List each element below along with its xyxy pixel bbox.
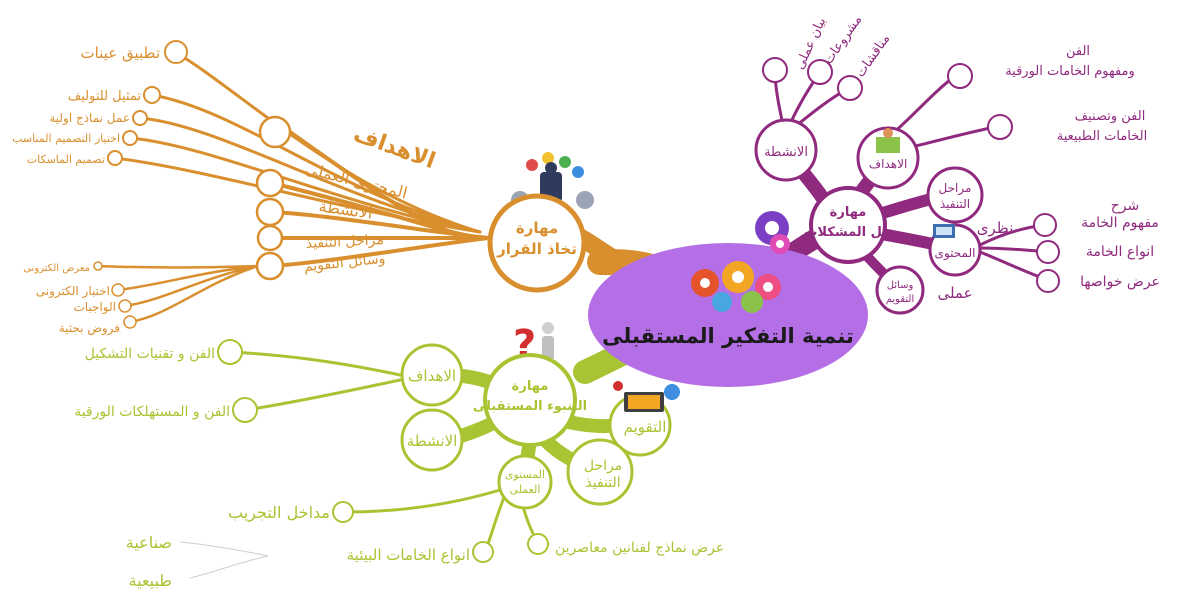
- prediction-hub-line2: التنبوء المستقبلى: [473, 399, 587, 414]
- prediction-goal-item-2: الفن و المستهلكات الورقية: [74, 404, 230, 420]
- problems-content-item-4: عرض خواصها: [1080, 274, 1160, 290]
- problems-gear-icon: [755, 211, 790, 254]
- decision-goal-item-4: اختيار التصميم المناسب: [12, 132, 120, 145]
- problems-goal-item-1-line2: ومفهوم الخامات الورقية: [1005, 64, 1135, 79]
- prediction-goals-node: [400, 343, 464, 407]
- prediction-content-item-2: انواع الخامات البيئية: [347, 546, 470, 564]
- problems-content-theory: نظرى: [977, 219, 1014, 237]
- decision-hub: [487, 193, 587, 293]
- decision-hub-line2: تخاذ القرار: [496, 240, 577, 258]
- problems-goals-label: الاهداف: [869, 157, 908, 171]
- problems-eval-line1: وسائل: [887, 280, 914, 291]
- decision-eval-item-3: الواجبات: [73, 300, 116, 315]
- prediction-content-item-nodes: [332, 501, 549, 563]
- problems-eval-line2: التقويم: [886, 294, 915, 305]
- problems-stages-line2: التنفيذ: [940, 197, 970, 211]
- problems-hub-line2: حل المشكلات: [804, 225, 891, 240]
- decision-branch-nodes: [255, 115, 292, 281]
- media-icon: [613, 381, 680, 412]
- problems-activity-item-3: مناقشات: [853, 32, 893, 81]
- prediction-content-item-3: عرض نماذج لفنانين معاصرين: [555, 540, 724, 556]
- problems-hub: [809, 186, 887, 264]
- material-type-lines: [179, 541, 269, 579]
- prediction-goal-item-nodes: [217, 339, 258, 423]
- problems-content-practical: عملى: [937, 284, 972, 302]
- decision-eval-item-1: معرض الكترونى: [23, 263, 90, 274]
- central-title: تنمية التفكير المستقبلى: [602, 324, 854, 348]
- prediction-stages-node: [566, 438, 634, 506]
- problems-goal-item-1-line1: الفن: [1066, 44, 1090, 59]
- prediction-hub: [483, 353, 577, 447]
- problems-stages-line1: مراحل: [939, 181, 972, 196]
- prediction-content-item-1: مداخل التجريب: [228, 503, 330, 523]
- decision-eval-label: وسائل التقويم: [303, 251, 386, 275]
- problems-goal-item-nodes: [947, 63, 1013, 140]
- central-node: تنمية التفكير المستقبلى: [588, 243, 868, 387]
- prediction-content-line1: المستوى: [505, 468, 545, 481]
- problems-activities-label: الانشطة: [764, 145, 808, 160]
- decision-goal-item-3: عمل نماذج اولية: [49, 111, 130, 126]
- decision-goal-item-2: تمثيل للتوليف: [68, 89, 142, 104]
- gears-brain-icon: [691, 261, 781, 313]
- problems-hub-line1: مهارة: [830, 205, 867, 220]
- problems-eval-node: [875, 265, 925, 315]
- film-icon: [933, 224, 955, 238]
- problems-activities-node: [754, 118, 818, 182]
- problems-content-label: المحتوى: [935, 246, 976, 261]
- decision-branch: مهارة تخاذ القرار الاهداف المحتوى العملى…: [12, 40, 594, 336]
- decision-stages-label: مراحل التنفيذ: [305, 232, 384, 252]
- decision-goal-item-5: تصميم الماسكات: [27, 153, 105, 166]
- decision-goals-label: الاهداف: [350, 122, 438, 175]
- material-type-industrial: صناعية: [126, 533, 172, 552]
- decision-eval-item-4: فروض بحثية: [59, 321, 120, 336]
- decision-hub-line1: مهارة: [516, 219, 558, 237]
- prediction-branch: ? مهارة التنبوء المستقبلى الاهداف الانشط…: [74, 322, 724, 590]
- decision-eval-item-2: اختبار الكترونى: [36, 284, 110, 299]
- prediction-content-node: [497, 454, 553, 510]
- prediction-stages-line2: التنفيذ: [585, 475, 620, 491]
- material-type-natural: طبيعية: [128, 571, 172, 590]
- prediction-eval-label: التقويم: [624, 418, 667, 436]
- decision-goal-item-1: تطبيق عينات: [80, 44, 160, 62]
- problems-stages-node: [926, 166, 984, 224]
- prediction-activities-label: الانشطة: [407, 432, 458, 450]
- prediction-stages-line1: مراحل: [584, 458, 622, 474]
- problems-goal-item-2-line2: الخامات الطبيعية: [1057, 129, 1147, 144]
- problems-activity-item-nodes: [762, 57, 863, 101]
- problems-content-item-2: مفهوم الخامة: [1081, 215, 1159, 231]
- problems-content-item-nodes: [1033, 213, 1060, 293]
- prediction-content-line2: العملى: [510, 483, 541, 496]
- decision-goal-item-nodes: [107, 40, 188, 166]
- problems-content-item-3: انواع الخامة: [1086, 244, 1154, 260]
- prediction-hub-line1: مهارة: [512, 379, 549, 394]
- teacher-icon: [876, 128, 900, 153]
- prediction-activities-node: [400, 408, 464, 472]
- decision-eval-item-nodes: [93, 261, 137, 329]
- prediction-goal-item-1: الفن و تقنيات التشكيل: [85, 346, 215, 362]
- prediction-goals-label: الاهداف: [408, 367, 456, 385]
- problems-goal-item-2-line1: الفن وتصنيف: [1075, 109, 1146, 124]
- problems-content-item-1: شرح: [1111, 198, 1140, 214]
